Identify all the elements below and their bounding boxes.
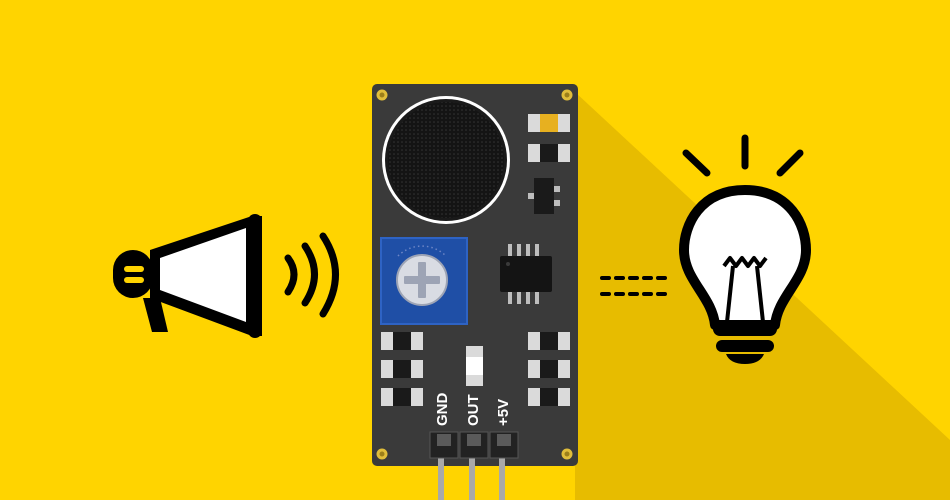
sound-waves-icon bbox=[284, 232, 339, 318]
smd-resistor-column-right bbox=[528, 332, 570, 406]
signal-dashes-icon bbox=[600, 276, 670, 296]
sound-sensor-board: GND OUT +5V bbox=[372, 84, 578, 500]
megaphone-icon bbox=[113, 214, 262, 338]
smd-led-vertical bbox=[466, 346, 483, 386]
header-pins bbox=[429, 431, 519, 500]
smd-led bbox=[528, 114, 570, 132]
pin-label-out: OUT bbox=[465, 394, 482, 426]
potentiometer bbox=[380, 237, 468, 325]
pin-label-gnd: GND bbox=[434, 393, 451, 427]
light-bulb-icon bbox=[679, 134, 811, 364]
smd-resistor bbox=[528, 144, 570, 162]
ic-chip bbox=[500, 244, 552, 304]
smd-resistor-column-left bbox=[381, 332, 423, 406]
microphone-capsule bbox=[382, 96, 510, 224]
smd-transistor bbox=[528, 178, 560, 214]
pin-label-5v: +5V bbox=[495, 399, 512, 426]
